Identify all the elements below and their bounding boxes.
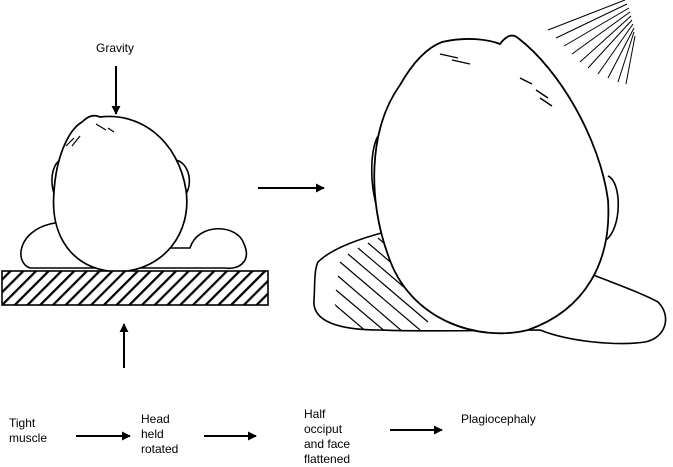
flow-step-tight-muscle: Tight muscle [9,416,48,445]
flow-step-head-held-rotated: Head held rotated [141,412,179,456]
infant-head [52,114,188,273]
hatched-surface [1,270,269,306]
rotated-right-ear [605,175,620,241]
gravity-label: Gravity [96,41,135,55]
flow-step-half-occiput-face-flattened: Half occiput and face flattened [304,407,351,466]
flow-step-plagiocephaly: Plagiocephaly [461,412,536,426]
infant-head-top-view [20,114,248,273]
light-rays [547,0,636,85]
rotated-head [373,34,610,335]
plagiocephalic-head-view [313,34,667,345]
